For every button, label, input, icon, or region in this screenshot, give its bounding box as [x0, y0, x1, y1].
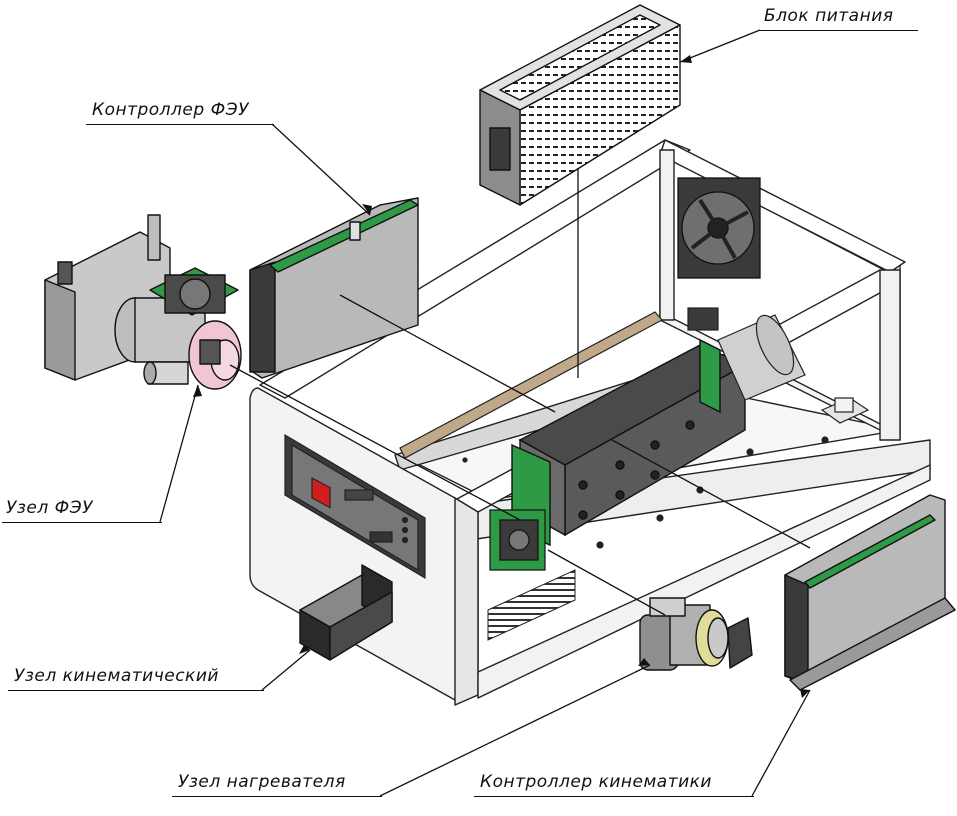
- underline-power-supply: [758, 30, 918, 31]
- leader-arrowheads: [193, 55, 810, 698]
- pmt-controller-board: [249, 197, 419, 379]
- front-optic-part: [489, 509, 546, 571]
- underline-kinematic-unit: [8, 690, 264, 691]
- label-power-supply: Блок питания: [764, 6, 894, 26]
- heater-unit-part: [639, 597, 753, 671]
- pmt-unit-assembly: [44, 214, 242, 390]
- control-panel: [284, 433, 426, 580]
- label-kinematic-unit: Узел кинематический: [14, 666, 219, 686]
- label-pmt-unit: Узел ФЭУ: [6, 498, 93, 518]
- underline-heater-unit: [172, 796, 382, 797]
- cylinder-part: [717, 314, 806, 401]
- label-pmt-controller: Контроллер ФЭУ: [92, 100, 249, 120]
- label-heater-unit: Узел нагревателя: [178, 772, 346, 792]
- underline-pmt-controller: [86, 124, 274, 125]
- label-kinematics-controller: Контроллер кинематики: [480, 772, 712, 792]
- underline-pmt-unit: [2, 522, 162, 523]
- cooling-fan: [677, 177, 761, 279]
- power-supply-unit: [479, 4, 681, 206]
- kinematic-unit-part: [299, 564, 393, 661]
- bottom-grille: [487, 569, 576, 641]
- underline-kinematics-controller: [474, 796, 754, 797]
- leader-lines: [159, 29, 811, 797]
- small-brackets: [399, 307, 870, 549]
- kinematics-controller-board: [784, 494, 956, 691]
